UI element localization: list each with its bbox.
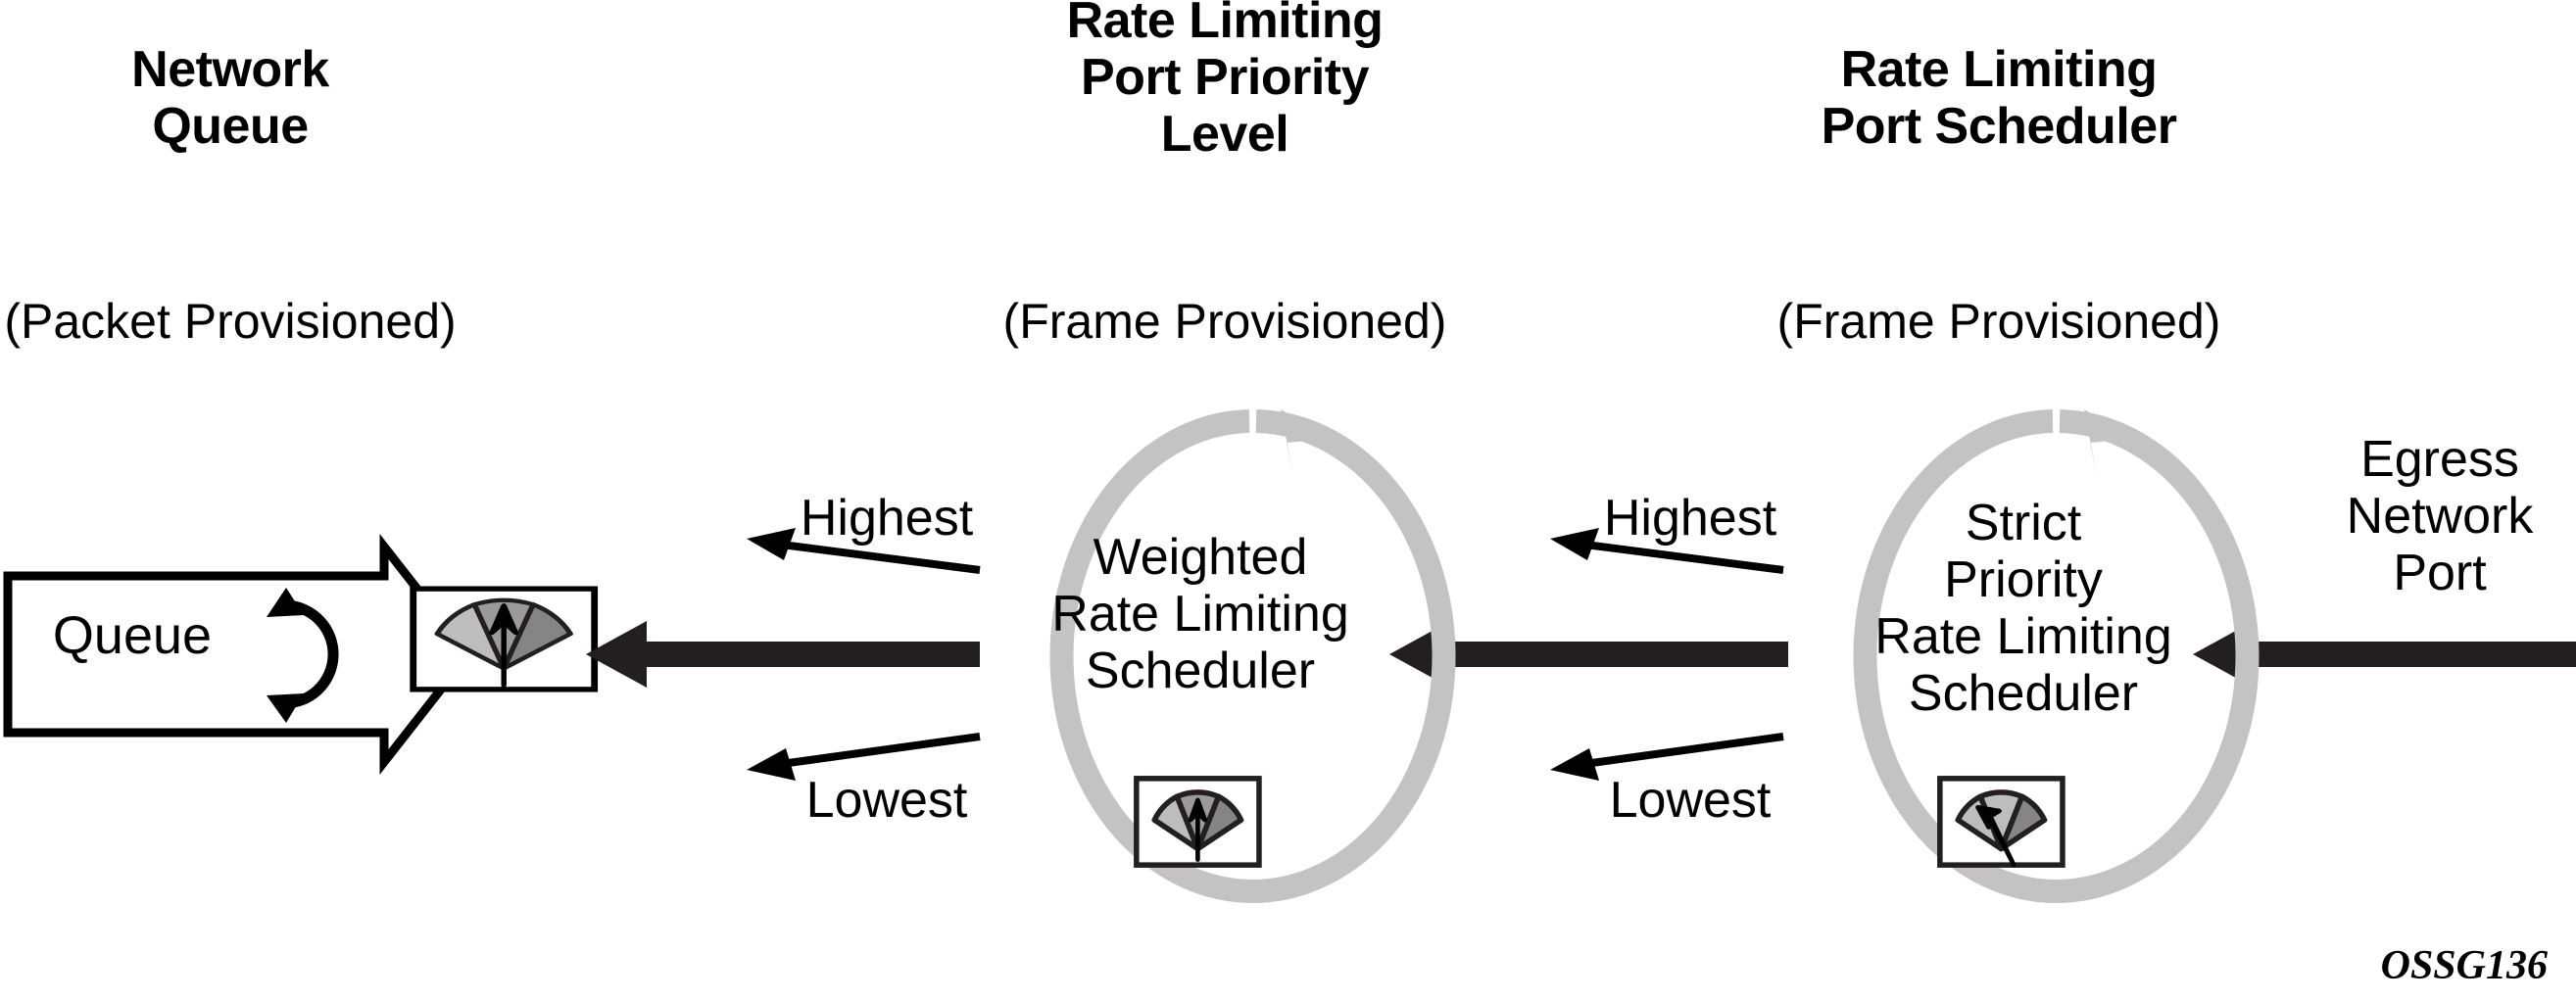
right-highest-label: Highest: [1603, 490, 1777, 547]
middle-lowest-label: Lowest: [805, 772, 968, 829]
egress-network-port-label: Egress Network Port: [2346, 431, 2534, 601]
middle-highest-arrow: [747, 528, 981, 574]
flow-arrow-to-queue: [586, 621, 980, 688]
queue-block-arrow: [3, 533, 474, 776]
right-scheduler-gauge-icon: [1940, 779, 2063, 865]
middle-scheduler-ring-arrow: [1049, 409, 1456, 903]
figure-caption: OSSG136: [2380, 943, 2548, 988]
column-subtitle-rate-limiting-port-priority-level: (Frame Provisioned): [1002, 294, 1447, 349]
middle-lowest-arrow: [747, 733, 981, 781]
right-scheduler-ring-arrow: [1853, 409, 2260, 903]
right-lowest-label: Lowest: [1609, 772, 1772, 829]
flow-arrow-to-middle-scheduler: [1389, 621, 1788, 688]
queue-block-label: Queue: [52, 606, 213, 665]
column-heading-rate-limiting-port-scheduler: Rate Limiting Port Scheduler: [1821, 41, 2177, 155]
middle-scheduler-label: Weighted Rate Limiting Scheduler: [1051, 529, 1349, 699]
column-subtitle-rate-limiting-port-scheduler: (Frame Provisioned): [1776, 294, 2221, 349]
column-subtitle-network-queue: (Packet Provisioned): [4, 294, 457, 349]
middle-scheduler-gauge-icon: [1137, 779, 1259, 865]
column-heading-network-queue: Network Queue: [131, 41, 329, 155]
flow-arrow-from-egress-port: [2193, 621, 2576, 688]
cycle-arrow-icon: [267, 588, 339, 723]
right-lowest-arrow: [1550, 733, 1784, 781]
middle-highest-label: Highest: [800, 490, 974, 547]
right-scheduler-label: Strict Priority Rate Limiting Scheduler: [1874, 495, 2172, 722]
network-queue-gauge-icon: [410, 586, 599, 692]
column-heading-rate-limiting-port-priority-level: Rate Limiting Port Priority Level: [1066, 0, 1384, 163]
right-highest-arrow: [1550, 528, 1784, 574]
